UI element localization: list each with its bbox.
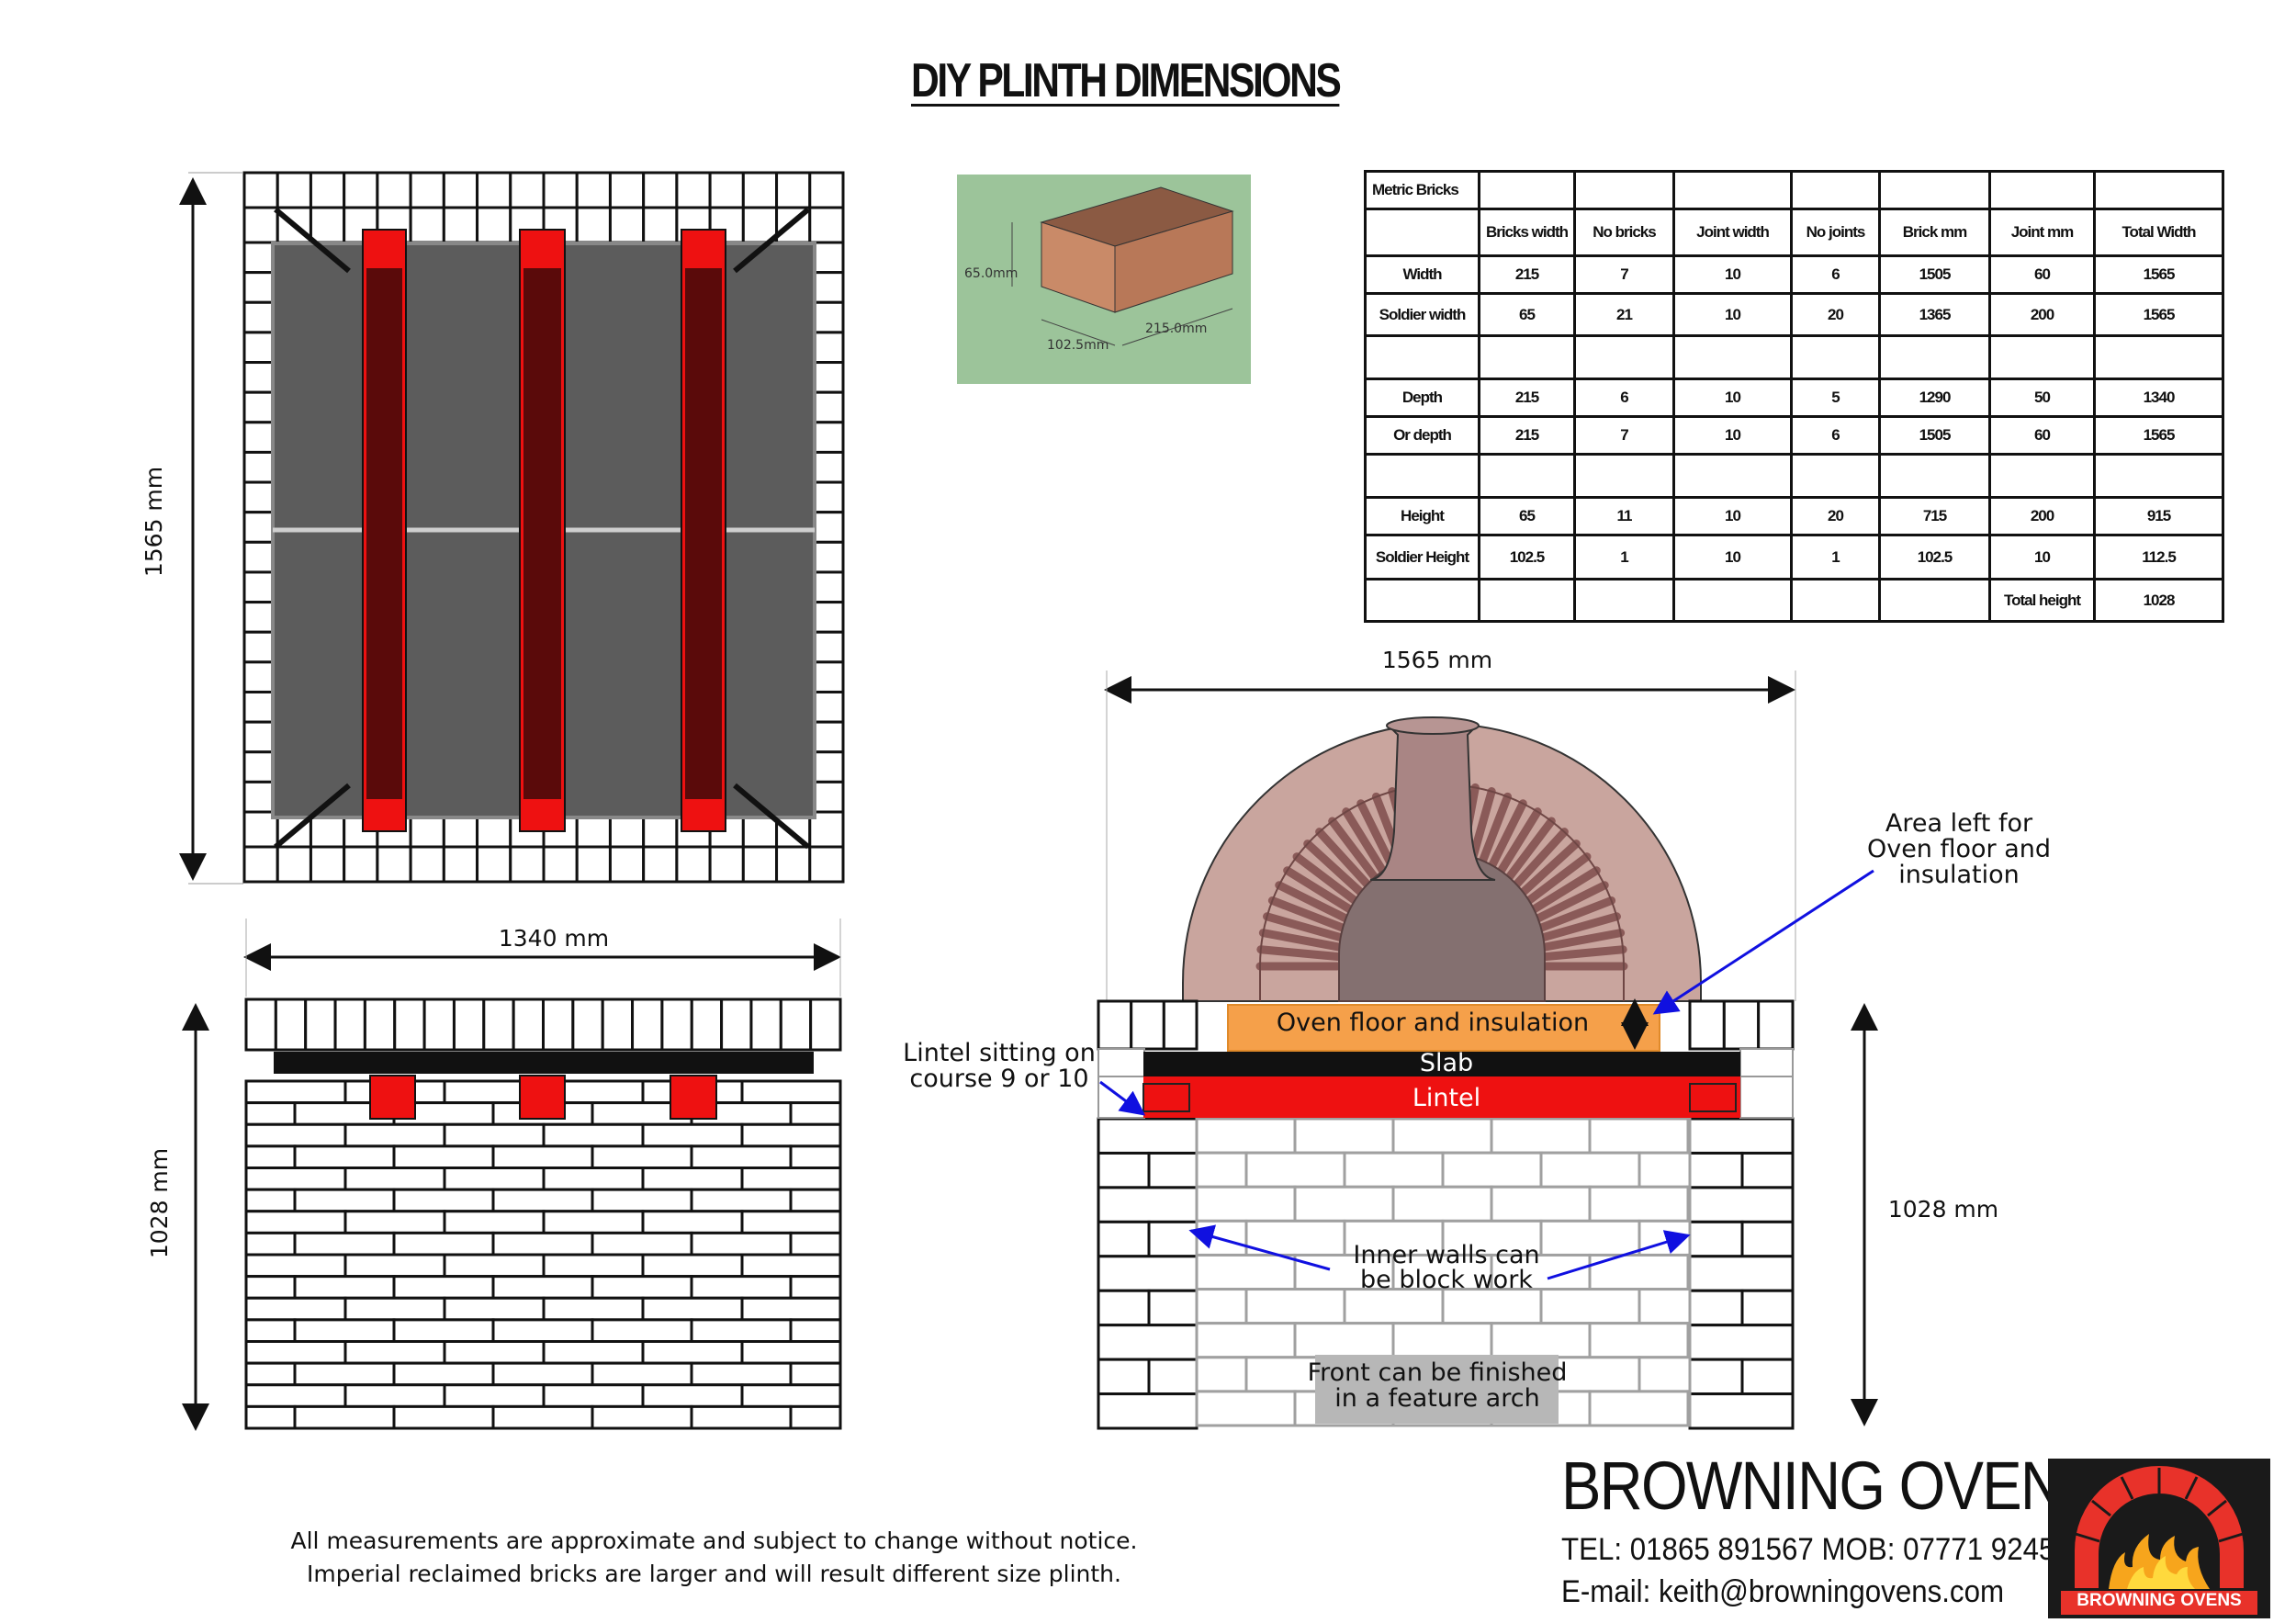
brick-width-label: 102.5mm xyxy=(1047,338,1109,353)
section-height-label: 1028 mm xyxy=(1888,1196,1998,1223)
section-slab xyxy=(1143,1052,1740,1076)
section-view: 1565 mm Oven floor and insulation Slab L… xyxy=(903,647,2051,1430)
area-note-line2: Oven floor and xyxy=(1867,835,2051,863)
front-height-label: 1028 mm xyxy=(146,1148,173,1258)
inner-walls-note-line1: Inner walls can xyxy=(1353,1241,1539,1269)
page-title: DIY PLINTH DIMENSIONS xyxy=(911,54,1342,107)
plan-view: 1565 mm xyxy=(141,171,845,885)
brand-name: BROWNING OVENS xyxy=(1561,1448,2102,1524)
front-slab xyxy=(274,1052,814,1074)
section-brick-piers xyxy=(1097,999,1795,1430)
footer-line-1: All measurements are approximate and sub… xyxy=(290,1527,1138,1554)
oven-floor-band xyxy=(1227,1004,1660,1052)
plan-lintels xyxy=(362,229,726,832)
brick-length-label: 215.0mm xyxy=(1145,321,1208,336)
header-cell: No bricks xyxy=(1573,208,1675,257)
lintel-note-line2: course 9 or 10 xyxy=(909,1065,1088,1093)
metric-bricks-table: Metric Bricks Bricks width No bricks Joi… xyxy=(1364,170,2224,623)
footer-disclaimer: All measurements are approximate and sub… xyxy=(257,1525,1171,1591)
front-brick-courses xyxy=(244,997,842,1430)
table-row xyxy=(1364,334,2224,380)
header-cell: Joint width xyxy=(1672,208,1793,257)
brick-height-label: 65.0mm xyxy=(964,266,1019,281)
front-lintel-ends xyxy=(369,1075,717,1120)
plan-corner-diagonals xyxy=(274,207,810,850)
brick-illustration xyxy=(1011,186,1234,346)
oven-flame-logo-icon xyxy=(2061,1464,2257,1615)
lintel-label: Lintel xyxy=(1412,1084,1480,1112)
brick-photo: 65.0mm 102.5mm 215.0mm xyxy=(957,175,1251,384)
logo-text: BROWNING OVENS xyxy=(2077,1591,2242,1610)
table-row xyxy=(1364,453,2224,499)
brand-phone: TEL: 01865 891567 MOB: 07771 924568 xyxy=(1561,1532,2088,1567)
front-elevation: 1340 mm 1028 mm xyxy=(146,919,842,1431)
table-title-row: Metric Bricks xyxy=(1364,170,2224,210)
lintel-note-line1: Lintel sitting on xyxy=(903,1039,1096,1067)
slab-label: Slab xyxy=(1420,1049,1473,1077)
header-cell: Joint mm xyxy=(1988,208,2096,257)
header-cell: Brick mm xyxy=(1878,208,1991,257)
area-note-line3: insulation xyxy=(1898,861,2020,889)
header-cell: Total Width xyxy=(2093,208,2224,257)
plan-depth-label: 1565 mm xyxy=(141,467,167,577)
brand-logo: BROWNING OVENS xyxy=(2048,1459,2270,1618)
section-inner-blockwork xyxy=(1195,1117,1692,1427)
front-arch-note-line1: Front can be finished xyxy=(1308,1358,1568,1387)
section-lintel xyxy=(1143,1076,1740,1118)
area-note-line1: Area left for xyxy=(1885,809,2033,838)
inner-walls-note-line2: be block work xyxy=(1360,1266,1533,1294)
front-arch-note-box xyxy=(1315,1355,1559,1424)
front-arch-note-line2: in a feature arch xyxy=(1334,1384,1539,1413)
oven-floor-label: Oven floor and insulation xyxy=(1277,1009,1589,1037)
brand-email: E-mail: keith@browningovens.com xyxy=(1561,1574,2005,1609)
footer-line-2: Imperial reclaimed bricks are larger and… xyxy=(307,1561,1121,1587)
table-title: Metric Bricks xyxy=(1364,170,1480,210)
header-cell: No joints xyxy=(1790,208,1881,257)
section-width-label: 1565 mm xyxy=(1382,647,1492,673)
header-cell: Bricks width xyxy=(1478,208,1576,257)
front-width-label: 1340 mm xyxy=(499,925,609,952)
header-cell xyxy=(1364,208,1480,257)
table-header-row: Bricks width No bricks Joint width No jo… xyxy=(1364,208,2224,257)
oven-chimney xyxy=(1369,725,1496,881)
